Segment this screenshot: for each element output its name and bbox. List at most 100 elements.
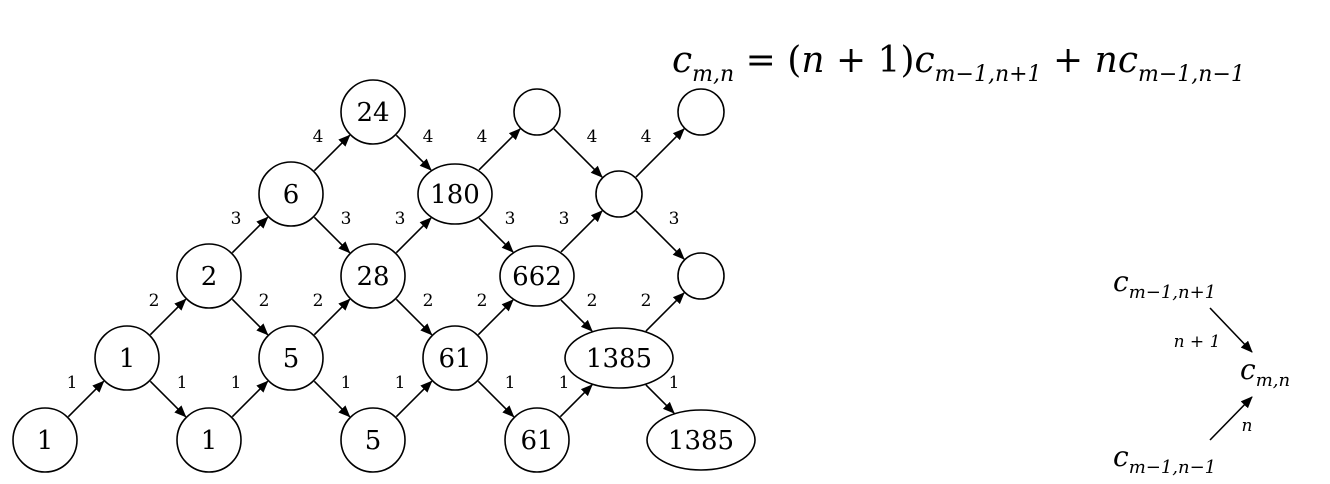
lattice-node	[513, 88, 561, 136]
node-ellipse	[258, 325, 324, 391]
legend-center-term: cm,n	[1240, 353, 1290, 391]
formula-c2: c	[915, 40, 935, 81]
legend-top-arrow	[1209, 307, 1253, 353]
edge-weight-label: 3	[505, 209, 516, 229]
edge-arrow	[560, 299, 593, 332]
edge-arrow	[478, 217, 514, 253]
lattice-node: 1	[176, 407, 242, 473]
lattice-node: 1	[94, 325, 160, 391]
edge-arrow	[313, 380, 351, 418]
node-ellipse	[340, 79, 406, 145]
node-ellipse	[595, 170, 643, 218]
node-ellipse	[417, 163, 493, 225]
node-ellipse	[94, 325, 160, 391]
node-value: 1	[201, 426, 218, 456]
edge-weight-label: 4	[587, 127, 598, 147]
edge-weight-label: 1	[177, 373, 188, 393]
edge-weight-label: 3	[669, 209, 680, 229]
node-ellipse	[564, 327, 674, 389]
node-ellipse	[340, 243, 406, 309]
node-ellipse	[499, 245, 575, 307]
edge-arrow	[313, 298, 351, 336]
edge-weight-label: 2	[423, 291, 434, 311]
edge-arrow	[553, 128, 603, 178]
lattice-node: 6	[258, 161, 324, 227]
node-value: 1385	[668, 426, 734, 456]
lattice-node: 61	[504, 407, 570, 473]
node-value: 61	[520, 426, 553, 456]
recurrence-legend: cm−1,n+1 n + 1 cm,n n cm−1,n−1	[1113, 265, 1290, 478]
lattice-node	[595, 170, 643, 218]
edge-arrow	[313, 134, 351, 172]
lattice-node	[677, 88, 725, 136]
lattice-node	[677, 252, 725, 300]
edge-arrow	[231, 380, 269, 418]
node-ellipse	[258, 161, 324, 227]
edge-arrow	[395, 217, 432, 254]
edge-weight-label: 1	[341, 373, 352, 393]
node-ellipse	[646, 409, 756, 471]
legend-bottom-edge-label: n	[1242, 416, 1253, 436]
formula-c3: c	[1118, 40, 1138, 81]
edge-arrow	[477, 299, 514, 336]
edge-weight-label: 1	[231, 373, 242, 393]
edge-weight-label: 1	[559, 373, 570, 393]
edge-arrow	[477, 380, 515, 418]
node-value: 2	[201, 262, 218, 292]
edge-arrow	[635, 128, 685, 178]
formula-n: n	[801, 40, 824, 81]
lattice-node: 662	[499, 245, 575, 307]
edge-arrow	[478, 128, 521, 171]
edge-weight-label: 3	[395, 209, 406, 229]
formula-c: c	[672, 40, 692, 81]
legend-bottom-arrow	[1209, 396, 1253, 441]
edge-arrow	[395, 298, 433, 336]
edge-arrow	[149, 298, 187, 336]
formula-sub3: m−1,n−1	[1138, 62, 1245, 87]
edge-arrow	[559, 384, 593, 418]
edge-arrow	[645, 384, 675, 414]
node-ellipse	[176, 243, 242, 309]
node-ellipse	[422, 325, 488, 391]
edge-arrow	[231, 216, 269, 254]
node-value: 28	[356, 262, 389, 292]
edge-weight-label: 1	[67, 373, 78, 393]
edge-weight-label: 3	[559, 209, 570, 229]
formula-equals: = (	[734, 40, 801, 81]
edge-weight-label: 1	[395, 373, 406, 393]
edge-weight-label: 2	[149, 291, 160, 311]
lattice-node: 28	[340, 243, 406, 309]
edge-arrow	[635, 210, 685, 260]
edge-weight-label: 3	[341, 209, 352, 229]
lattice-node: 61	[422, 325, 488, 391]
lattice-node: 24	[340, 79, 406, 145]
edge-weight-label: 2	[259, 291, 270, 311]
recurrence-formula: cm,n = (n + 1)cm−1,n+1 + ncm−1,n−1	[672, 40, 1245, 87]
node-value: 24	[356, 98, 389, 128]
node-value: 662	[512, 262, 562, 292]
formula-plus: +	[1042, 40, 1095, 81]
node-value: 1	[119, 344, 136, 374]
node-ellipse	[12, 407, 78, 473]
edge-arrow	[149, 380, 187, 418]
node-value: 1	[37, 426, 54, 456]
lattice-node: 180	[417, 163, 493, 225]
node-value: 5	[365, 426, 382, 456]
edge-weight-label: 4	[641, 127, 652, 147]
edge-arrow	[395, 134, 432, 171]
lattice-node: 2	[176, 243, 242, 309]
edge-weight-label: 3	[231, 209, 242, 229]
edge-weight-label: 1	[505, 373, 516, 393]
edge-weight-label: 2	[641, 291, 652, 311]
lattice-node: 5	[258, 325, 324, 391]
legend-top-edge-label: n + 1	[1174, 332, 1221, 352]
edge-arrow	[645, 292, 685, 332]
node-ellipse	[513, 88, 561, 136]
lattice-node: 1	[12, 407, 78, 473]
lattice-node: 1385	[646, 409, 756, 471]
node-value: 6	[283, 180, 300, 210]
node-ellipse	[340, 407, 406, 473]
